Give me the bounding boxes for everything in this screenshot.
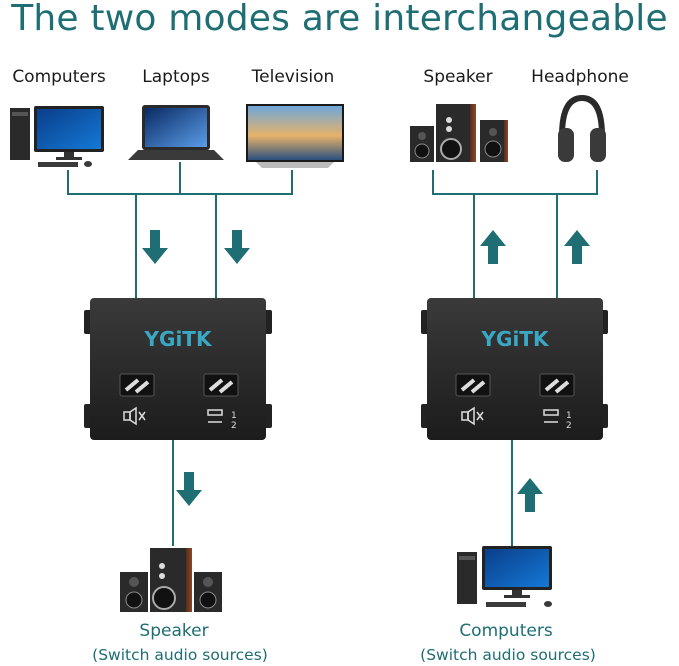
button-label-1-right: 1 <box>566 411 572 421</box>
arrow-up-1 <box>480 230 506 264</box>
desktop-computer-icon-bottom <box>457 546 552 607</box>
arrow-down-1 <box>142 230 168 264</box>
headphone-icon <box>558 94 606 162</box>
desktop-computer-icon <box>10 106 104 167</box>
label-laptops: Laptops <box>142 67 210 87</box>
switch-icon <box>207 409 223 423</box>
right-up-arrows <box>480 230 590 264</box>
brand-logo-right: YGiTK <box>481 327 550 351</box>
right-output-lines <box>432 170 598 300</box>
switch-icon <box>543 409 559 423</box>
left-input-lines <box>67 162 293 300</box>
button-label-2-right: 2 <box>566 421 572 431</box>
label-speaker-top: Speaker <box>423 67 493 87</box>
label-headphone: Headphone <box>531 67 629 87</box>
label-computers-subtitle: (Switch audio sources) <box>420 646 596 664</box>
laptop-icon <box>128 105 224 160</box>
left-down-arrows <box>142 230 250 264</box>
brand-logo-left: YGiTK <box>144 327 213 351</box>
speaker-icon-bottom <box>120 548 222 612</box>
label-computers-bottom: Computers <box>459 621 553 641</box>
label-television: Television <box>251 67 335 87</box>
page-title: The two modes are interchangeable <box>11 0 668 39</box>
mute-icon <box>123 406 146 426</box>
audio-switch-right <box>421 298 608 440</box>
button-label-2-left: 2 <box>231 421 237 431</box>
label-speaker-bottom: Speaker <box>139 621 209 641</box>
label-computers: Computers <box>12 67 106 87</box>
label-speaker-subtitle: (Switch audio sources) <box>92 646 268 664</box>
button-label-1-left: 1 <box>231 411 237 421</box>
arrow-down-3 <box>176 472 202 506</box>
arrow-up-2 <box>564 230 590 264</box>
mute-icon <box>461 406 484 426</box>
speaker-icon-top <box>410 104 508 162</box>
audio-switch-left <box>84 298 272 440</box>
arrow-up-3 <box>517 478 543 512</box>
arrow-down-2 <box>224 230 250 264</box>
television-icon <box>246 104 344 168</box>
